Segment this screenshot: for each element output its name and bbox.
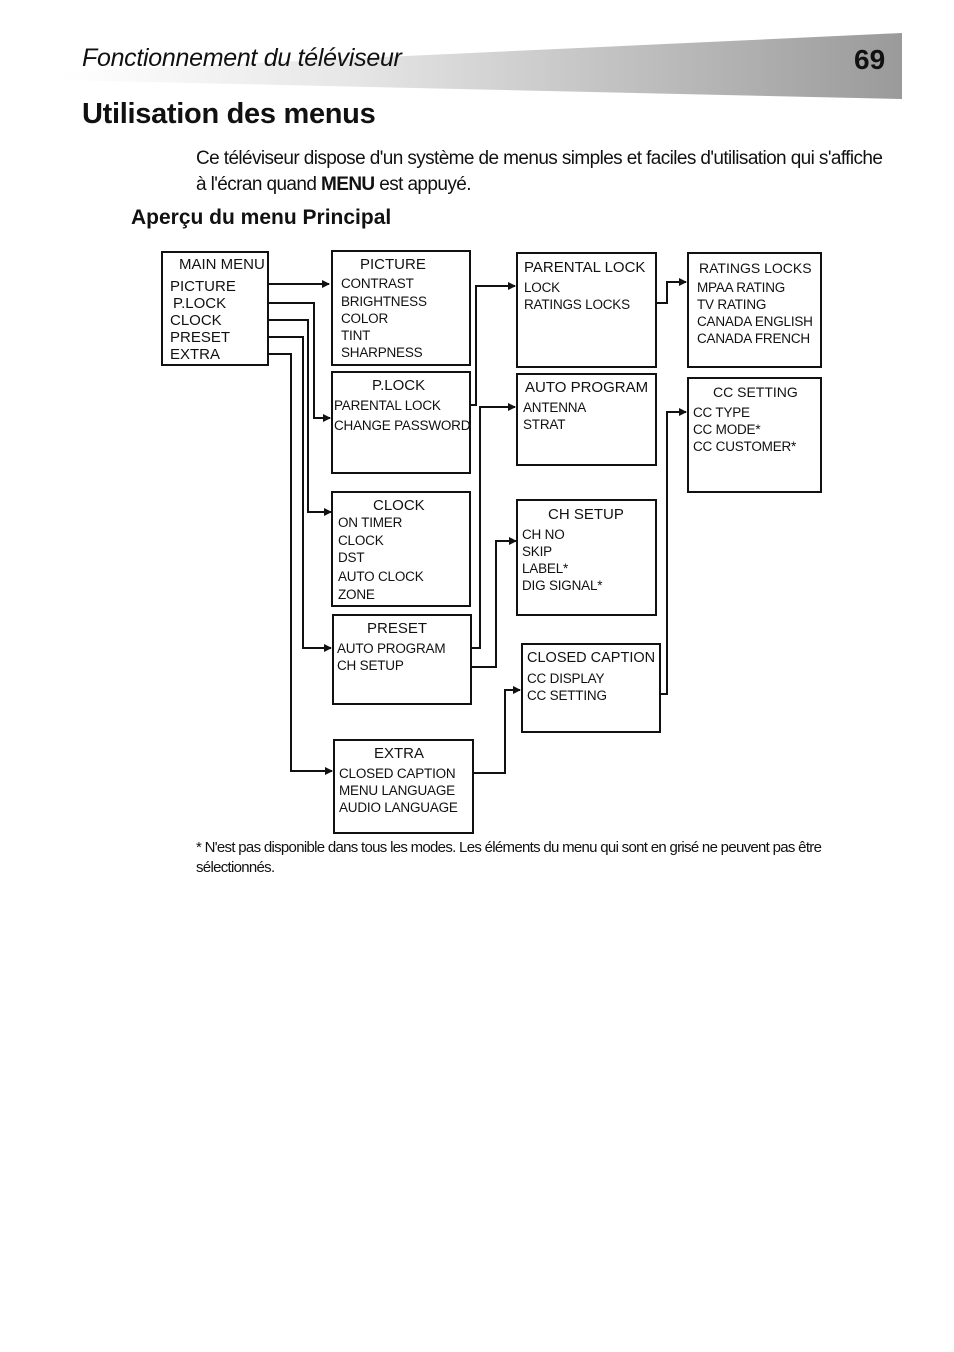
main-item-clock: CLOCK bbox=[170, 312, 222, 329]
cc-setting-menu-title: CC SETTING bbox=[713, 384, 798, 400]
extra-menu-title: EXTRA bbox=[374, 745, 425, 762]
plock-item-change-password: CHANGE PASSWORD bbox=[334, 418, 471, 433]
picture-item-sharpness: SHARPNESS bbox=[341, 345, 423, 360]
closed-caption-item-cc-display: CC DISPLAY bbox=[527, 671, 605, 686]
plock-menu-title: P.LOCK bbox=[372, 377, 426, 394]
connector-preset-chsetup bbox=[449, 537, 517, 668]
connector-extra-closedcaption bbox=[453, 686, 521, 774]
preset-item-auto-program: AUTO PROGRAM bbox=[337, 641, 446, 656]
extra-item-audio-language: AUDIO LANGUAGE bbox=[339, 800, 458, 815]
intro-text-2: est appuyé. bbox=[374, 174, 471, 195]
preset-menu-box: PRESET AUTO PROGRAM CH SETUP bbox=[332, 614, 472, 705]
extra-item-menu-language: MENU LANGUAGE bbox=[339, 783, 455, 798]
extra-menu-box: EXTRA CLOSED CAPTION MENU LANGUAGE AUDIO… bbox=[333, 739, 474, 834]
parental-lock-item-lock: LOCK bbox=[524, 280, 560, 295]
ch-setup-item-dig-signal: DIG SIGNAL* bbox=[522, 578, 603, 593]
cc-setting-item-cc-mode: CC MODE* bbox=[693, 422, 761, 437]
plock-item-parental-lock: PARENTAL LOCK bbox=[334, 398, 441, 413]
main-item-extra: EXTRA bbox=[170, 346, 221, 363]
ratings-locks-item-canada-english: CANADA ENGLISH bbox=[697, 314, 813, 329]
ch-setup-item-ch-no: CH NO bbox=[522, 527, 565, 542]
connector-main-preset bbox=[241, 336, 332, 652]
picture-menu-title: PICTURE bbox=[360, 256, 426, 273]
page-title: Utilisation des menus bbox=[82, 98, 376, 130]
footnote: * N'est pas disponible dans tous les mod… bbox=[196, 839, 822, 876]
connector-main-plock bbox=[243, 302, 331, 422]
picture-item-color: COLOR bbox=[341, 311, 389, 326]
cc-setting-menu-box: CC SETTING CC TYPE CC MODE* CC CUSTOMER* bbox=[687, 377, 822, 493]
ratings-locks-item-tv-rating: TV RATING bbox=[697, 297, 767, 312]
extra-item-closed-caption: CLOSED CAPTION bbox=[339, 766, 456, 781]
parental-lock-item-ratings-locks: RATINGS LOCKS bbox=[524, 297, 630, 312]
closed-caption-menu-box: CLOSED CAPTION CC DISPLAY CC SETTING bbox=[521, 643, 661, 733]
header-band bbox=[60, 33, 902, 99]
picture-item-tint: TINT bbox=[341, 328, 371, 343]
clock-item-dst: DST bbox=[338, 550, 365, 565]
ch-setup-menu-title: CH SETUP bbox=[548, 506, 624, 523]
running-header: Fonctionnement du téléviseur bbox=[82, 44, 402, 72]
clock-item-on-timer: ON TIMER bbox=[338, 515, 403, 530]
intro-text-1: Ce téléviseur dispose d'un système de me… bbox=[196, 148, 883, 195]
section-heading: Aperçu du menu Principal bbox=[131, 206, 392, 229]
preset-menu-title: PRESET bbox=[367, 620, 428, 637]
auto-program-item-strat: STRAT bbox=[523, 417, 566, 432]
preset-item-ch-setup: CH SETUP bbox=[337, 658, 404, 673]
connector-main-extra bbox=[241, 353, 333, 775]
main-item-plock: P.LOCK bbox=[173, 295, 227, 312]
parental-lock-menu-box: PARENTAL LOCK LOCK RATINGS LOCKS bbox=[516, 252, 657, 368]
clock-item-zone: ZONE bbox=[338, 587, 375, 602]
ratings-locks-menu-title: RATINGS LOCKS bbox=[699, 260, 812, 276]
menu-key: MENU bbox=[321, 174, 375, 195]
clock-item-clock: CLOCK bbox=[338, 533, 384, 548]
ch-setup-item-skip: SKIP bbox=[522, 544, 552, 559]
ch-setup-item-label: LABEL* bbox=[522, 561, 569, 576]
ratings-locks-item-canada-french: CANADA FRENCH bbox=[697, 331, 810, 346]
ratings-locks-item-mpaa: MPAA RATING bbox=[697, 280, 786, 295]
intro-paragraph: Ce téléviseur dispose d'un système de me… bbox=[196, 146, 896, 198]
clock-menu-box: CLOCK ON TIMER CLOCK DST AUTO CLOCK ZONE bbox=[331, 491, 471, 607]
cc-setting-item-cc-type: CC TYPE bbox=[693, 405, 750, 420]
page-number: 69 bbox=[854, 44, 886, 75]
auto-program-menu-title: AUTO PROGRAM bbox=[525, 379, 649, 396]
main-item-picture: PICTURE bbox=[170, 278, 236, 295]
picture-item-contrast: CONTRAST bbox=[341, 276, 414, 291]
connector-main-clock bbox=[241, 319, 332, 516]
auto-program-item-antenna: ANTENNA bbox=[523, 400, 587, 415]
parental-lock-menu-title: PARENTAL LOCK bbox=[524, 259, 646, 276]
main-item-preset: PRESET bbox=[170, 329, 231, 346]
plock-menu-box: P.LOCK PARENTAL LOCK CHANGE PASSWORD bbox=[331, 371, 471, 474]
closed-caption-menu-title: CLOSED CAPTION bbox=[527, 650, 656, 666]
closed-caption-item-cc-setting: CC SETTING bbox=[527, 688, 607, 703]
picture-menu-box: PICTURE CONTRAST BRIGHTNESS COLOR TINT S… bbox=[331, 250, 471, 366]
picture-item-brightness: BRIGHTNESS bbox=[341, 294, 427, 309]
clock-menu-title: CLOCK bbox=[373, 497, 425, 514]
cc-setting-item-cc-customer: CC CUSTOMER* bbox=[693, 439, 797, 454]
ch-setup-menu-box: CH SETUP CH NO SKIP LABEL* DIG SIGNAL* bbox=[516, 499, 657, 616]
ratings-locks-menu-box: RATINGS LOCKS MPAA RATING TV RATING CANA… bbox=[687, 252, 822, 368]
main-menu-box: MAIN MENU PICTURE P.LOCK CLOCK PRESET EX… bbox=[161, 251, 269, 366]
main-menu-title: MAIN MENU bbox=[179, 256, 265, 273]
auto-program-menu-box: AUTO PROGRAM ANTENNA STRAT bbox=[516, 373, 657, 466]
clock-item-auto-clock: AUTO CLOCK bbox=[338, 569, 424, 584]
